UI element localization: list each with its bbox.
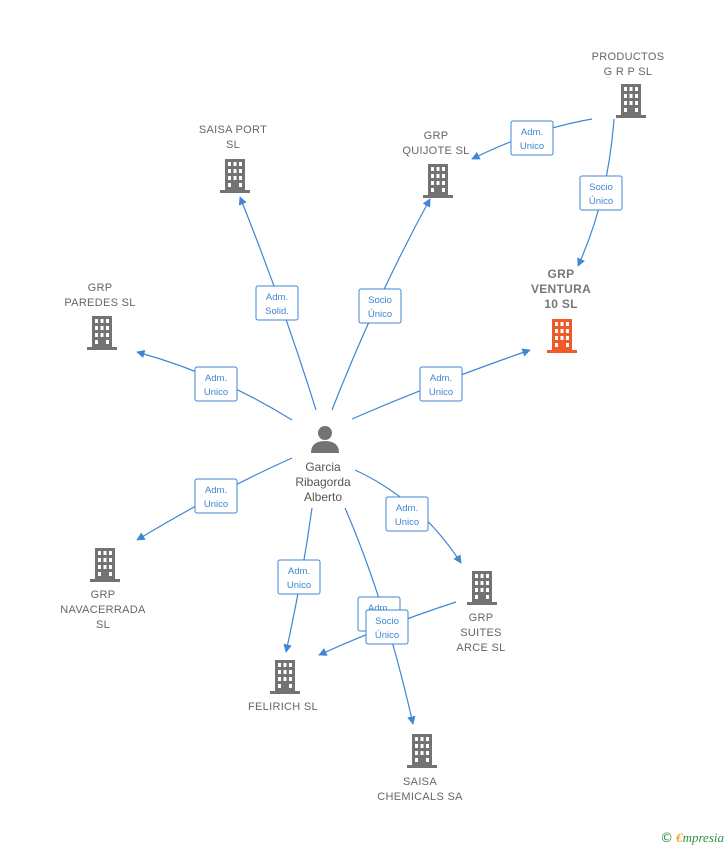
edge-label-line: Unico <box>204 387 228 398</box>
company-label-line: GRP <box>548 267 575 281</box>
person-name-line: Ribagorda <box>295 475 351 489</box>
edge-label-box <box>358 288 402 324</box>
company-node-productos[interactable]: PRODUCTOS G R P SL <box>592 51 665 118</box>
company-label-line: SL <box>226 139 240 151</box>
building-icon <box>270 660 300 694</box>
company-label-line: GRP <box>469 612 494 624</box>
edge-label-box <box>194 366 238 402</box>
company-label-line: VENTURA <box>531 282 591 296</box>
edge-label-box <box>365 609 409 645</box>
company-label-line: SL <box>96 619 110 631</box>
building-icon <box>423 164 453 198</box>
company-label-line: SUITES <box>460 627 502 639</box>
company-label-line: 10 SL <box>544 297 578 311</box>
edge-label-line: Unico <box>287 580 311 591</box>
company-label-line: SAISA <box>403 776 437 788</box>
edge-label-line: Adm. <box>396 503 418 514</box>
company-label-line: NAVACERRADA <box>60 604 146 616</box>
edge-label-line: Único <box>368 309 392 320</box>
edge-label-productos-quijote[interactable]: Adm. Unico <box>510 120 554 156</box>
edge-label-line: Unico <box>429 387 453 398</box>
edge-label-person-ventura[interactable]: Adm. Unico <box>419 366 463 402</box>
person-icon <box>311 426 339 453</box>
edge-label-line: Adm. <box>430 373 452 384</box>
copyright-symbol: © <box>660 831 674 846</box>
building-icon <box>220 159 250 193</box>
edge-label-line: Adm. <box>368 603 390 614</box>
edge-label-person-felirich[interactable]: Adm. Unico <box>277 559 321 595</box>
company-label-line: G R P SL <box>604 66 653 78</box>
edge-label-line: Unico <box>520 141 544 152</box>
edge-label-box <box>277 559 321 595</box>
building-icon <box>467 571 497 605</box>
company-label-line: GRP <box>424 130 449 142</box>
nodes-layer: PRODUCTOS G R P SL SAISA PORT SL GRP QUIJOTE … <box>60 51 664 803</box>
edge-label-line: Socio <box>375 616 399 627</box>
edge-label-line: Solid. <box>265 306 289 317</box>
edge-label-line: Adm. <box>205 373 227 384</box>
company-node-grp-quijote[interactable]: GRP QUIJOTE SL <box>402 130 469 198</box>
company-label-line: GRP <box>91 589 116 601</box>
building-icon <box>87 316 117 350</box>
company-node-grp-navacerrada[interactable]: GRP NAVACERRADA SL <box>60 548 146 631</box>
building-icon <box>90 548 120 582</box>
edge-label-line: Adm. <box>266 292 288 303</box>
edge-label-line: Adm. <box>521 127 543 138</box>
edge-label-person-paredes[interactable]: Adm. Unico <box>194 366 238 402</box>
edge-label-line: Unico <box>395 517 419 528</box>
edge-label-box <box>385 496 429 532</box>
edge-label-line: Único <box>375 630 399 641</box>
edge-label-line: Unico <box>204 499 228 510</box>
company-label-line: PAREDES SL <box>64 297 135 309</box>
edge-label-line: Adm. <box>288 566 310 577</box>
person-name-line: Garcia <box>305 460 341 474</box>
company-node-felirich[interactable]: FELIRICH SL <box>248 660 318 713</box>
edge-label-box <box>579 175 623 211</box>
company-label-line: SAISA PORT <box>199 124 267 136</box>
edge-label-box <box>255 285 299 321</box>
edge-label-line: Socio <box>368 295 392 306</box>
company-label-line: PRODUCTOS <box>592 51 665 63</box>
company-label-line: QUIJOTE SL <box>402 145 469 157</box>
person-name-line: Alberto <box>304 490 342 504</box>
edge-label-box <box>419 366 463 402</box>
company-node-saisa-port[interactable]: SAISA PORT SL <box>199 124 267 193</box>
edge-label-box <box>194 478 238 514</box>
building-icon <box>616 84 646 118</box>
edge-label-box <box>510 120 554 156</box>
building-icon <box>547 319 577 353</box>
edge-label-line: Único <box>589 196 613 207</box>
company-node-grp-suites[interactable]: GRP SUITES ARCE SL <box>456 571 505 654</box>
edge-label-line: Adm. <box>205 485 227 496</box>
edge-label-line: Socio <box>589 182 613 193</box>
edge-label-person-saisa-port[interactable]: Adm. Solid. <box>255 285 299 321</box>
edge-label-person-navacerrada[interactable]: Adm. Unico <box>194 478 238 514</box>
company-node-grp-paredes[interactable]: GRP PAREDES SL <box>64 282 135 350</box>
company-label-line: CHEMICALS SA <box>377 791 463 803</box>
building-icon <box>407 734 437 768</box>
company-label-line: FELIRICH SL <box>248 701 318 713</box>
brand-logo-text: mpresia <box>682 830 724 845</box>
company-label-line: ARCE SL <box>456 642 505 654</box>
company-label-line: GRP <box>88 282 113 294</box>
edge-labels-layer: Adm.UnicoSocioÚnicoAdm.Solid.SocioÚnicoA… <box>194 120 623 645</box>
company-node-saisa-chemicals[interactable]: SAISA CHEMICALS SA <box>377 734 463 803</box>
brand-footer[interactable]: ©€mpresia <box>660 830 724 846</box>
brand-logo-initial: € <box>676 830 683 845</box>
edge-label-person-suites[interactable]: Adm. Unico <box>385 496 429 532</box>
